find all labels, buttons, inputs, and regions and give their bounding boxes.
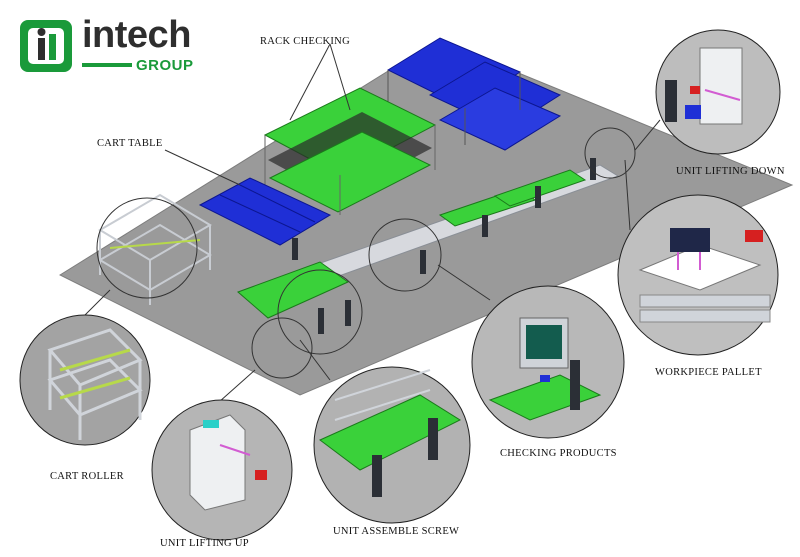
- intech-logo: intech GROUP: [18, 14, 218, 76]
- logo-group-text: GROUP: [136, 57, 194, 74]
- rack-checking-blue-racks: [386, 37, 562, 151]
- label-cart-table: CART TABLE: [97, 138, 163, 149]
- label-unit-lifting-down: UNIT LIFTING DOWN: [676, 166, 785, 177]
- zoom-unit-lifting-down: [655, 29, 781, 155]
- zoom-workpiece-pallet: [617, 194, 779, 356]
- logo-underline-icon: [82, 63, 132, 67]
- label-workpiece-pallet: WORKPIECE PALLET: [655, 367, 762, 378]
- label-checking-products: CHECKING PRODUCTS: [500, 448, 617, 459]
- floor-workers: [292, 158, 596, 334]
- label-unit-assemble-screw: UNIT ASSEMBLE SCREW: [333, 526, 460, 537]
- logo-mark-icon: [20, 20, 72, 72]
- zoom-cart-roller: [19, 314, 151, 446]
- label-rack-checking: RACK CHECKING: [260, 36, 350, 47]
- zoom-unit-assemble-screw: [313, 366, 471, 524]
- rack-checking-green-racks: [263, 87, 437, 215]
- logo-wordmark: intech: [82, 14, 191, 56]
- floor-callout-circles: [96, 127, 636, 379]
- label-unit-lifting-up: UNIT LIFTING UP: [160, 538, 249, 549]
- zoom-unit-lifting-up: [151, 399, 293, 541]
- zoom-checking-products: [471, 285, 625, 439]
- main-conveyor: [236, 164, 620, 319]
- label-cart-roller: CART ROLLER: [50, 471, 124, 482]
- cart-table-blue: [198, 177, 332, 246]
